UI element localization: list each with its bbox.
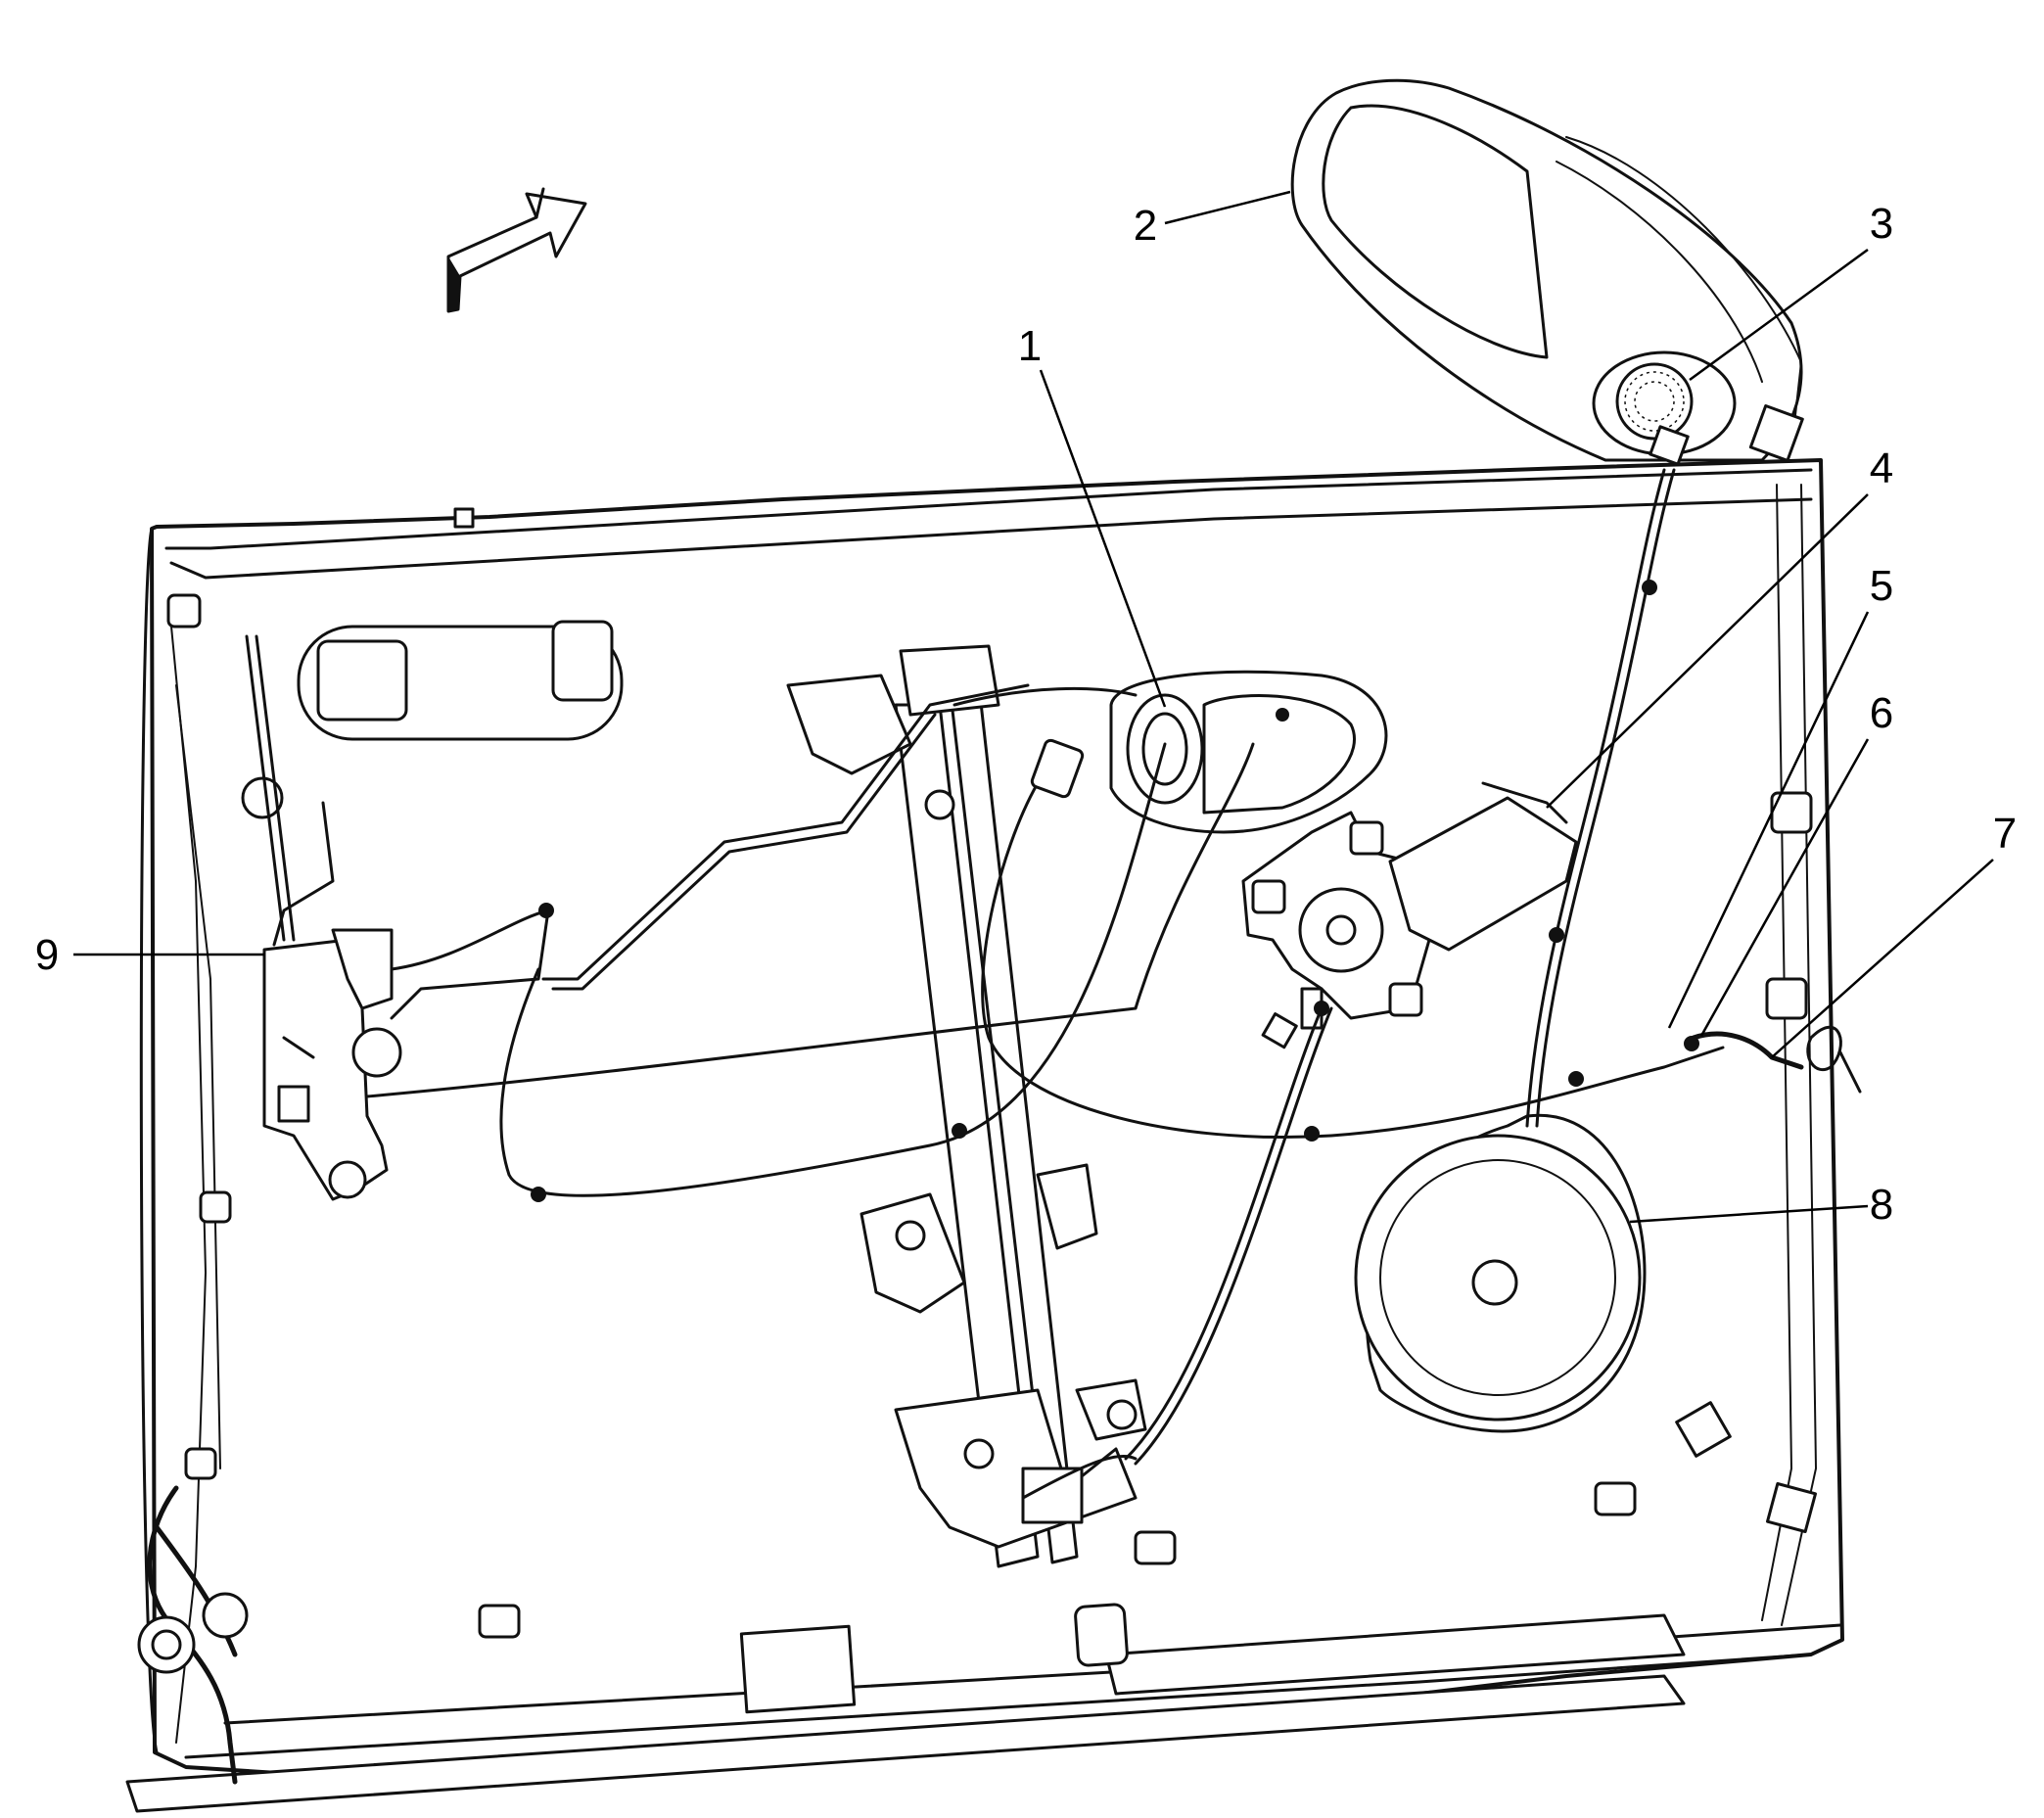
callout-8: 8: [1870, 1181, 1893, 1229]
callout-3: 3: [1870, 200, 1893, 248]
door-inner-panel: [125, 458, 1844, 1813]
callout-6: 6: [1870, 689, 1893, 737]
callout-5: 5: [1870, 562, 1893, 610]
leader-line-1: [1039, 369, 1167, 708]
callout-1: 1: [1018, 322, 1042, 370]
door-latch: [262, 928, 402, 1201]
leader-line-2: [1164, 190, 1291, 225]
leader-line-3: [1689, 248, 1869, 382]
callout-labels: 1 2 3 4 5 6 7 8 9: [35, 200, 2017, 1229]
leader-line-7: [1771, 859, 1994, 1058]
callout-9: 9: [35, 931, 59, 979]
window-motor: [1241, 781, 1578, 1030]
leader-line-6: [1699, 738, 1870, 1037]
window-regulator: [786, 644, 1147, 1568]
leader-line-5: [1667, 611, 1870, 1029]
leader-lines: [73, 190, 1994, 1224]
wire-harness-and-cables: [245, 425, 1862, 1533]
callout-7: 7: [1993, 810, 2017, 858]
callout-2: 2: [1134, 202, 1157, 250]
forward-arrow-icon: [446, 187, 587, 313]
tweeter-speaker: [1592, 350, 1804, 462]
leader-line-4: [1546, 493, 1869, 809]
door-speaker: [1354, 1113, 1647, 1433]
callout-4: 4: [1870, 444, 1893, 492]
leader-line-8: [1629, 1204, 1869, 1224]
